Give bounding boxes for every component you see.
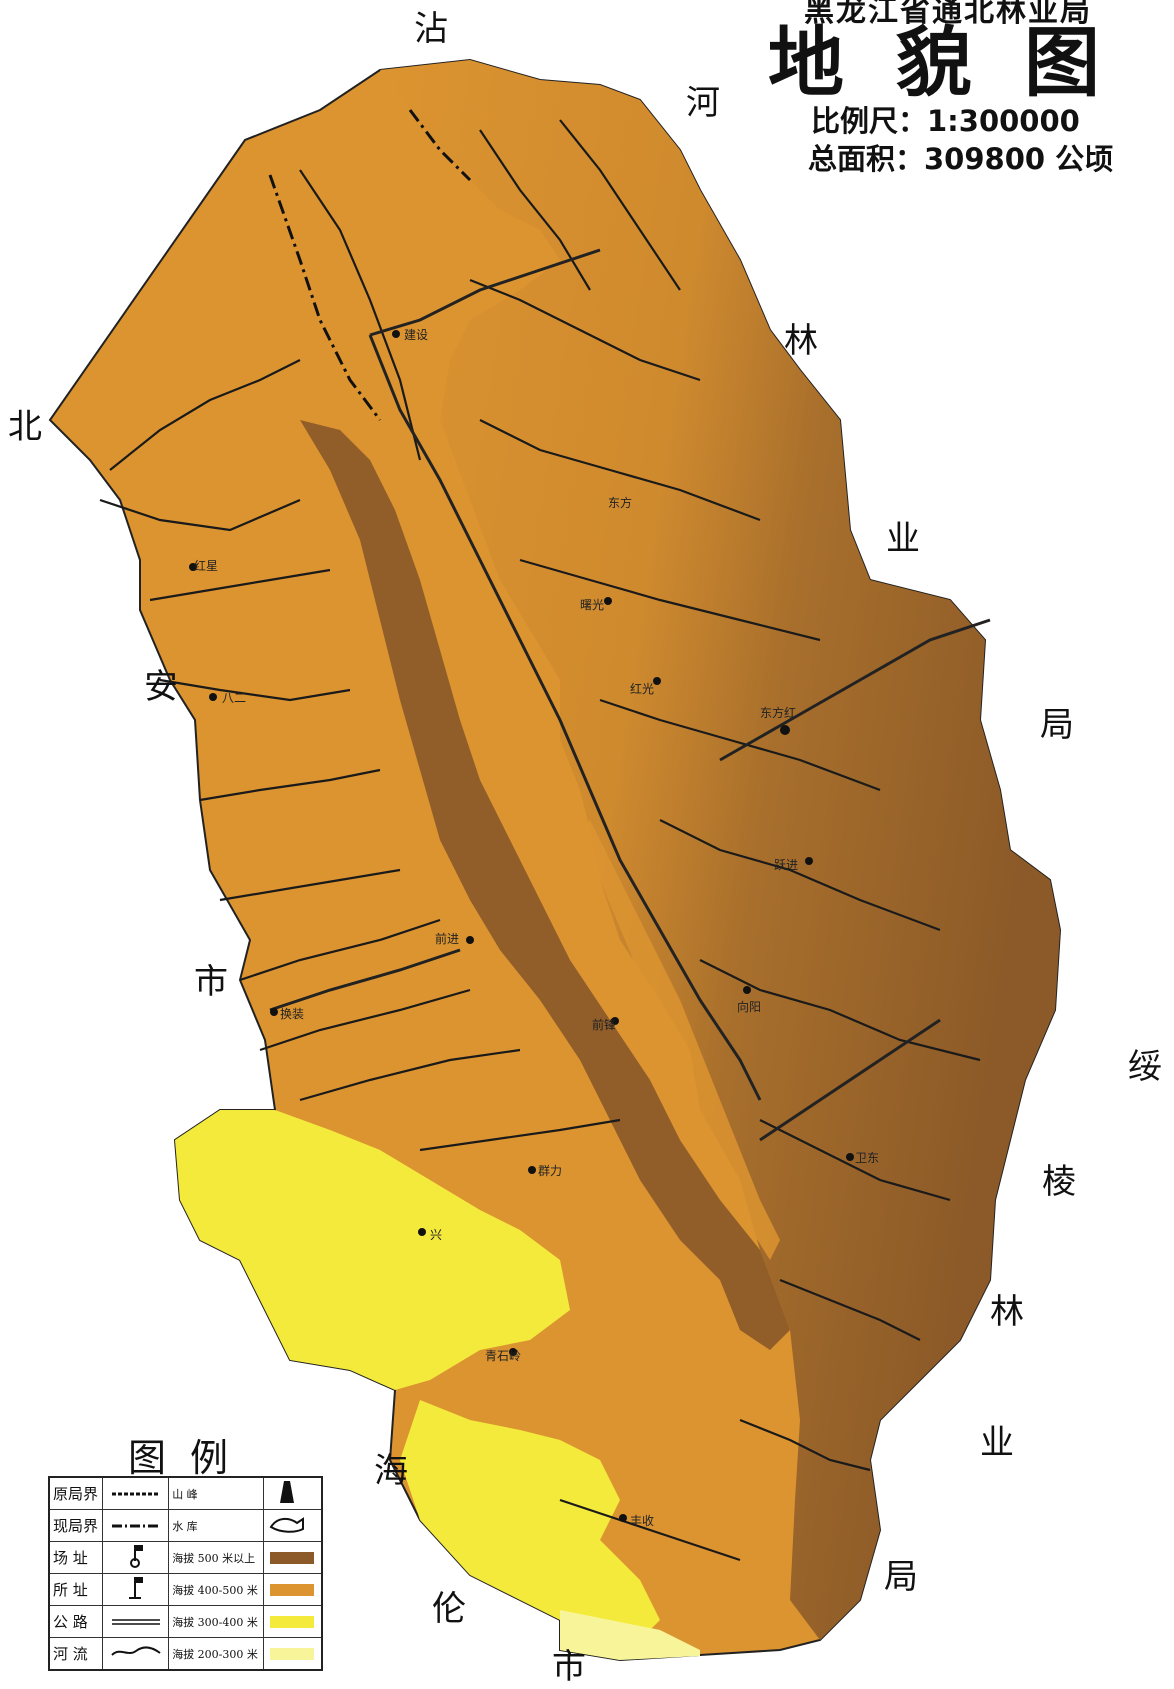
legend-label-2: 海拔 500 米以上 [168,1541,264,1574]
neighbor-label-south-3: 市 [552,1647,586,1687]
legend-label-2: 海拔 400-500 米 [168,1573,264,1606]
valley-strip [575,820,780,1260]
elevation-swatch [262,1541,323,1574]
legend-title: 图例 [128,1436,253,1480]
neighbor-label-west-3: 市 [194,962,228,1002]
neighbor-label-south-2: 伦 [432,1589,466,1629]
river-line-icon [101,1637,170,1671]
neighbor-label-ne-1: 林 [784,321,818,361]
settlement-markers [189,330,854,1522]
neighbor-label-ne-3: 局 [1040,705,1074,745]
legend-row: 原局界 山 峰 [48,1476,323,1510]
place-label-fengshou: 丰收 [630,1514,655,1528]
legend-label: 场 址 [48,1541,103,1574]
legend-table: 原局界 山 峰 现局界 水 库 场 址 海拔 500 米以上 所 址 海拔 40… [48,1476,323,1671]
neighbor-label-east-3: 林 [990,1292,1024,1332]
place-label-xiangyang: 向阳 [737,1000,762,1014]
bureau-boundary [268,109,472,421]
reservoir-icon [262,1509,323,1542]
road-network [269,248,991,1142]
place-label-qianfeng: 前锋 [592,1018,617,1032]
legend-label: 公 路 [48,1605,103,1638]
legend-row: 河 流 海拔 200-300 米 [48,1637,323,1671]
legend-label-2: 水 库 [168,1509,264,1542]
farm-site-icon [101,1541,170,1574]
map-title: 地貌图 [768,18,1152,107]
river-network [99,119,981,1562]
legend-label-2: 海拔 300-400 米 [168,1605,264,1638]
place-label-huanzhuang: 换装 [280,1007,305,1021]
place-label-hongxing: 红星 [194,559,219,573]
elevation-300-400-south [400,1400,660,1660]
neighbor-label-east-2: 棱 [1042,1162,1076,1202]
neighbor-label-east-5: 局 [884,1557,918,1597]
station-site-icon [101,1573,170,1606]
scale-label: 比例尺：1:300000 [811,104,1080,138]
neighbor-label-west-1: 北 [8,407,42,447]
place-label-qunli: 群力 [538,1164,563,1178]
place-label-qingshiling: 青石岭 [485,1349,522,1363]
peak-icon [262,1476,323,1510]
boundary-current-line-icon [101,1509,170,1542]
central-ridge [300,420,790,1350]
place-label-hongqi: 红光 [630,682,655,696]
place-label-shuguang: 曙光 [580,598,605,612]
place-label-yuejin: 跃进 [774,858,799,872]
legend-row: 公 路 海拔 300-400 米 [48,1605,323,1638]
elevation-swatch [262,1637,323,1671]
place-label-bayi: 八二 [222,691,247,705]
neighbor-label-east-1: 绥 [1128,1047,1162,1087]
legend-row: 现局界 水 库 [48,1509,323,1542]
legend-label-2: 海拔 200-300 米 [168,1637,264,1671]
legend-row: 所 址 海拔 400-500 米 [48,1573,323,1606]
legend-label: 原局界 [48,1476,103,1510]
place-label-xing: 兴 [430,1228,443,1242]
place-label-qianjin: 前进 [435,932,460,946]
place-label-dongfang: 东方 [608,496,633,510]
legend-label: 现局界 [48,1509,103,1542]
legend-label: 河 流 [48,1637,103,1671]
place-label-jianshe: 建设 [404,328,429,342]
total-area-label: 总面积：309800 公顷 [808,142,1114,176]
neighbor-label-north-1: 沾 [414,9,448,49]
legend-label: 所 址 [48,1573,103,1606]
place-label-dongfanghong: 东方红 [760,706,797,720]
elevation-200-300 [560,1610,700,1660]
boundary-old-line-icon [101,1476,170,1510]
organization-title: 黑龙江省通北林业局 [804,0,1092,29]
neighbor-label-west-2: 安 [144,667,178,707]
elevation-swatch [262,1573,323,1606]
legend-label-2: 山 峰 [168,1476,264,1510]
neighbor-label-north-2: 河 [686,83,720,123]
neighbor-label-east-4: 业 [980,1423,1014,1463]
elevation-300-400 [175,1110,570,1390]
place-label-weidong: 卫东 [855,1151,880,1165]
neighbor-label-ne-2: 业 [886,519,920,559]
legend-row: 场 址 海拔 500 米以上 [48,1541,323,1574]
elevation-swatch [262,1605,323,1638]
road-line-icon [101,1605,170,1638]
neighbor-label-south-1: 海 [374,1451,408,1491]
